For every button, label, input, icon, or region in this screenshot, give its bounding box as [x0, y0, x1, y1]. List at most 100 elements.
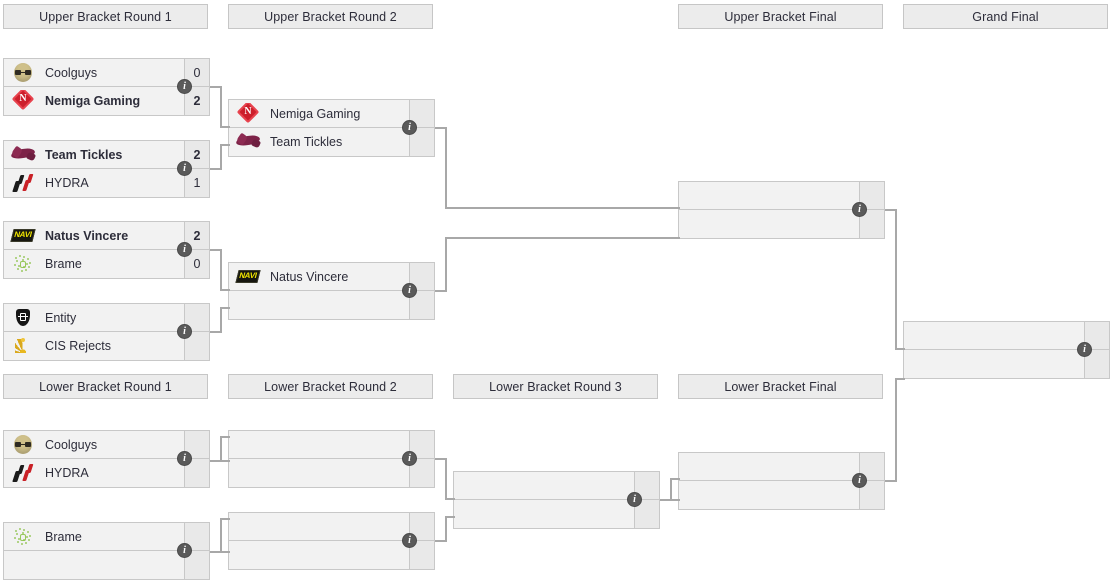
- team-logo: [10, 335, 36, 357]
- match-info-icon[interactable]: i: [177, 451, 192, 466]
- match-team-row[interactable]: [679, 182, 884, 210]
- bracket-connector: [220, 518, 230, 520]
- match-info-icon[interactable]: i: [852, 473, 867, 488]
- tickles-logo-icon: [10, 144, 36, 166]
- bracket-connector: [220, 144, 222, 170]
- tickles-logo-icon: [235, 131, 261, 153]
- round-header-lb-r2[interactable]: Lower Bracket Round 2: [228, 374, 433, 399]
- match-team-row[interactable]: [904, 350, 1109, 378]
- match-team-row[interactable]: [229, 431, 434, 459]
- match-info-icon[interactable]: i: [402, 533, 417, 548]
- round-header-gf[interactable]: Grand Final: [903, 4, 1108, 29]
- team-name: Team Tickles: [45, 147, 123, 162]
- bracket-connector: [220, 86, 222, 128]
- team-logo: NAVI: [235, 266, 261, 288]
- team-name: Natus Vincere: [45, 228, 129, 243]
- match-info-icon[interactable]: i: [177, 543, 192, 558]
- team-logo: N: [10, 90, 36, 112]
- match-team-row[interactable]: CIS Rejects: [4, 332, 209, 360]
- match-team-row[interactable]: [679, 210, 884, 238]
- bracket-connector: [895, 348, 905, 350]
- brame-logo-icon: [11, 526, 35, 548]
- bracket-connector: [220, 436, 230, 438]
- match-team-row[interactable]: [4, 551, 209, 579]
- team-logo-placeholder: [460, 503, 486, 525]
- hydra-logo-icon: [11, 462, 35, 484]
- team-name: Brame: [45, 257, 82, 271]
- team-logo-placeholder: [460, 475, 486, 497]
- match-lb-r2-m2[interactable]: [228, 512, 435, 570]
- team-name: HYDRA: [45, 466, 89, 480]
- bracket-connector: [670, 478, 672, 501]
- match-info-icon[interactable]: i: [852, 202, 867, 217]
- match-lb-r2-m1[interactable]: [228, 430, 435, 488]
- brame-logo-icon: [11, 253, 35, 275]
- match-team-row[interactable]: [679, 481, 884, 509]
- team-logo-placeholder: [685, 185, 711, 207]
- match-team-row[interactable]: [229, 541, 434, 569]
- bracket-connector: [435, 540, 447, 542]
- match-team-row[interactable]: [229, 291, 434, 319]
- team-logo-placeholder: [685, 484, 711, 506]
- team-logo-placeholder: [235, 294, 261, 316]
- navi-logo-icon: NAVI: [10, 225, 36, 247]
- bracket-connector: [445, 516, 447, 542]
- match-ub-final[interactable]: [678, 181, 885, 239]
- round-header-ub-r2[interactable]: Upper Bracket Round 2: [228, 4, 433, 29]
- match-info-icon[interactable]: i: [177, 324, 192, 339]
- bracket-connector: [220, 307, 230, 309]
- match-team-row[interactable]: Brame: [4, 523, 209, 551]
- team-logo: [10, 172, 36, 194]
- round-header-lb-r1[interactable]: Lower Bracket Round 1: [3, 374, 208, 399]
- navi-logo-icon: NAVI: [235, 266, 261, 288]
- match-team-row[interactable]: [229, 459, 434, 487]
- match-team-row[interactable]: Coolguys: [4, 431, 209, 459]
- match-info-icon[interactable]: i: [177, 161, 192, 176]
- match-grand-final[interactable]: [903, 321, 1110, 379]
- match-lb-r1-m2[interactable]: Brame: [3, 522, 210, 580]
- match-team-row[interactable]: Team Tickles: [229, 128, 434, 156]
- match-info-icon[interactable]: i: [177, 242, 192, 257]
- round-header-lb-f[interactable]: Lower Bracket Final: [678, 374, 883, 399]
- match-lb-final[interactable]: [678, 452, 885, 510]
- team-logo-placeholder: [685, 456, 711, 478]
- team-name: CIS Rejects: [45, 339, 111, 353]
- match-lb-r3-m1[interactable]: [453, 471, 660, 529]
- match-team-row[interactable]: Entity: [4, 304, 209, 332]
- match-info-icon[interactable]: i: [177, 79, 192, 94]
- round-header-label: Upper Bracket Round 2: [264, 9, 397, 24]
- match-info-icon[interactable]: i: [627, 492, 642, 507]
- match-team-row[interactable]: [454, 500, 659, 528]
- round-header-ub-f[interactable]: Upper Bracket Final: [678, 4, 883, 29]
- match-info-icon[interactable]: i: [402, 120, 417, 135]
- hydra-logo-icon: [11, 172, 35, 194]
- bracket-connector: [220, 289, 230, 291]
- round-header-lb-r3[interactable]: Lower Bracket Round 3: [453, 374, 658, 399]
- team-score: [859, 210, 884, 238]
- match-info-icon[interactable]: i: [402, 283, 417, 298]
- match-team-row[interactable]: [229, 513, 434, 541]
- round-header-ub-r1[interactable]: Upper Bracket Round 1: [3, 4, 208, 29]
- match-info-icon[interactable]: i: [1077, 342, 1092, 357]
- bracket-connector: [445, 516, 455, 518]
- round-header-label: Lower Bracket Round 2: [264, 379, 397, 394]
- match-info-icon[interactable]: i: [402, 451, 417, 466]
- match-team-row[interactable]: [904, 322, 1109, 350]
- team-name: Coolguys: [45, 65, 98, 80]
- bracket-connector: [445, 458, 447, 500]
- bracket-connector: [895, 378, 905, 380]
- match-team-row[interactable]: HYDRA: [4, 459, 209, 487]
- match-team-row[interactable]: [454, 472, 659, 500]
- nemiga-logo-icon: N: [236, 102, 260, 125]
